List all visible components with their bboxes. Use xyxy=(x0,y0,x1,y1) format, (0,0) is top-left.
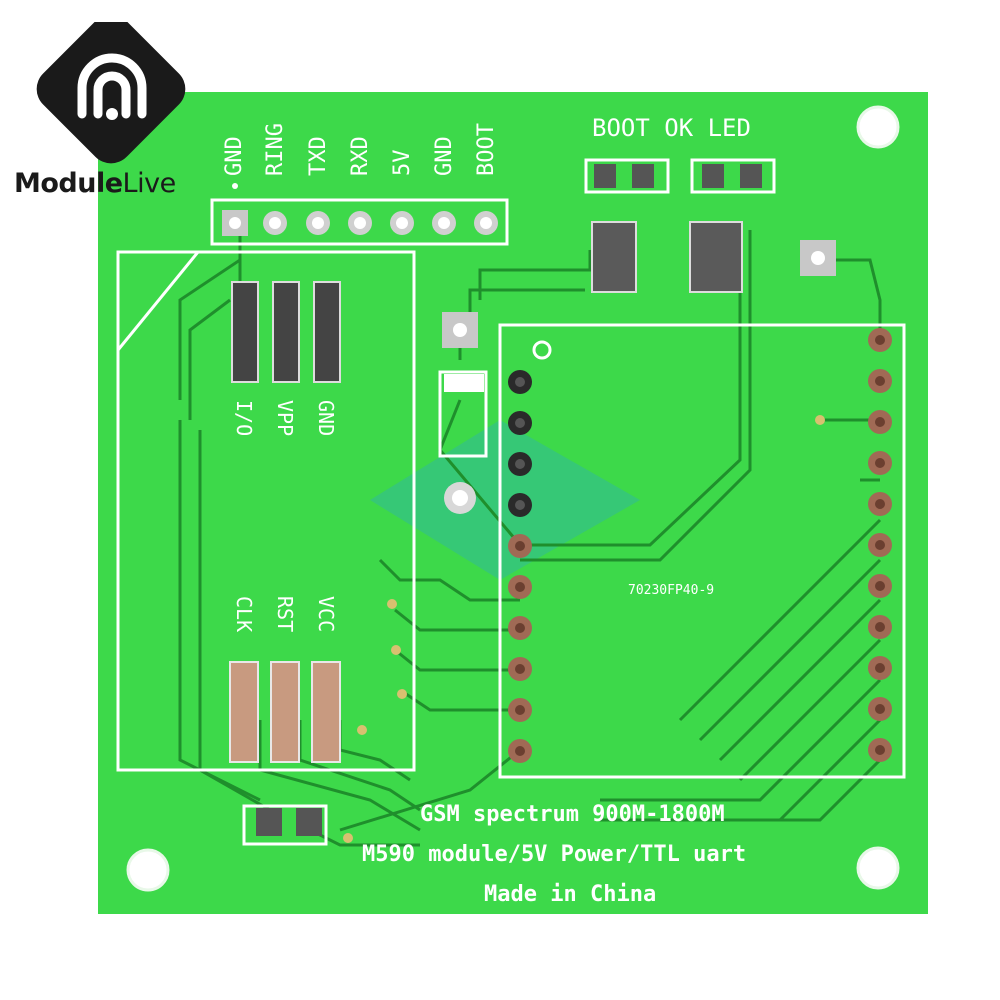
mounting-holes xyxy=(126,105,900,892)
header-pins xyxy=(222,210,498,236)
header-label-gnd2: GND xyxy=(432,136,457,176)
sim-label-vcc: VCC xyxy=(314,596,338,633)
boot-ok-led-label: BOOT OK LED xyxy=(592,114,751,142)
bottom-text-line2: M590 module/5V Power/TTL uart xyxy=(362,842,747,867)
module-left-pins xyxy=(508,370,532,763)
silkscreen-outlines xyxy=(116,158,906,846)
header-label-5v: 5V xyxy=(390,149,415,177)
modulelive-logo xyxy=(12,14,212,222)
logo-wordmark: ModuleLive xyxy=(14,168,176,199)
sim-label-vpp: VPP xyxy=(273,400,297,437)
header-label-txd: TXD xyxy=(306,136,331,176)
pcb-traces xyxy=(178,220,882,847)
sim-label-io: I/O xyxy=(232,400,256,437)
header-label-boot: BOOT xyxy=(474,123,499,176)
smd-pads xyxy=(256,221,743,836)
header-label-gnd: GND xyxy=(222,136,247,176)
chip-label: 70230FP40-9 xyxy=(628,583,715,598)
header-label-ring: RING xyxy=(263,123,288,176)
module-right-pins xyxy=(868,328,892,762)
sim-label-rst: RST xyxy=(273,596,297,633)
bottom-text-line3: Made in China xyxy=(484,882,657,907)
pin1-marker xyxy=(232,183,238,189)
modulelive-logo-icon xyxy=(36,14,186,164)
led-pads xyxy=(594,164,762,188)
watermark xyxy=(370,420,640,580)
via-pads xyxy=(343,240,836,843)
sim-bottom-pads xyxy=(229,661,341,763)
sim-top-pads xyxy=(231,281,341,383)
header-label-rxd: RXD xyxy=(348,136,373,176)
sim-label-gnd: GND xyxy=(314,400,338,437)
bottom-text-line1: GSM spectrum 900M-1800M xyxy=(420,802,725,827)
logo-brand-part1: Module xyxy=(14,168,123,199)
logo-brand-part2: Live xyxy=(122,168,177,199)
sim-label-clk: CLK xyxy=(232,596,256,633)
